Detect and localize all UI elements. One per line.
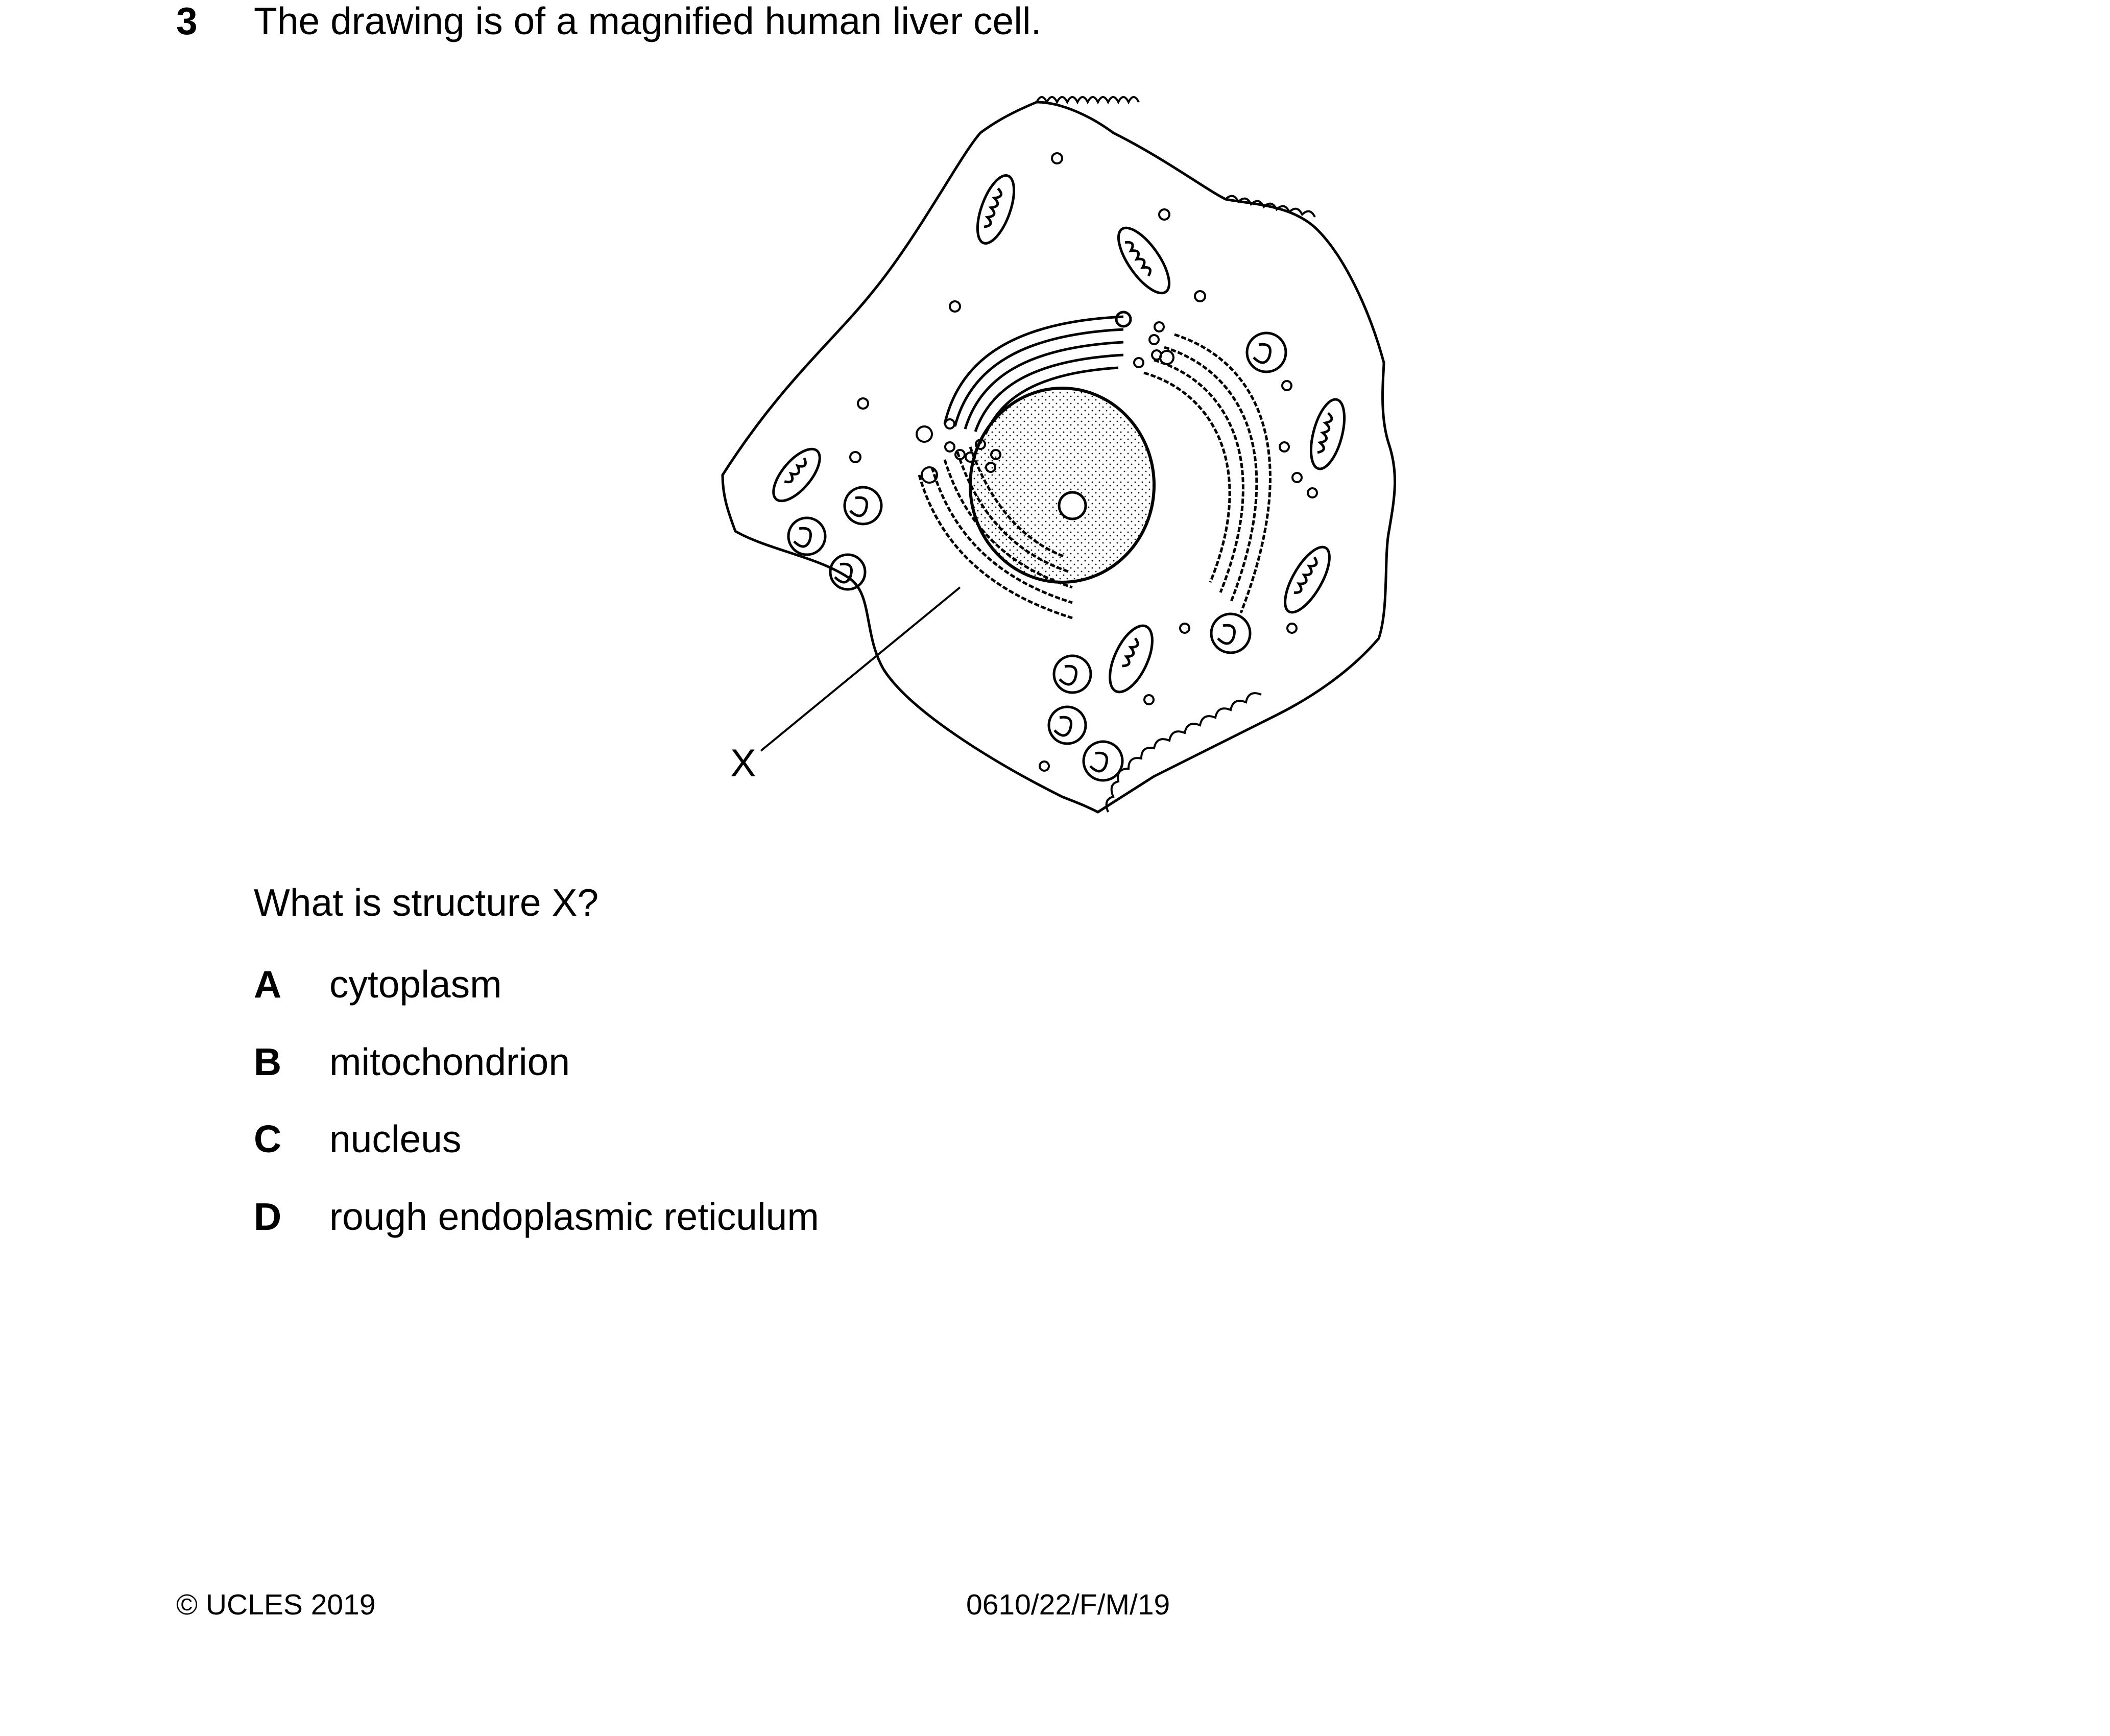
option-letter: A [254,963,282,1006]
option-letter: C [254,1117,282,1160]
nucleolus [1058,491,1087,520]
liver-cell-drawing: X [721,96,1397,814]
rough-er-left [918,446,1073,620]
question-stem: The drawing is of a magnified human live… [254,0,1042,42]
vesicles [849,152,1318,772]
copyright-notice: © UCLES 2019 [176,1588,376,1621]
cell-membrane [721,101,1397,814]
rough-er-right [1143,333,1272,613]
option-text: rough endoplasmic reticulum [329,1195,819,1238]
option-letter: B [254,1040,282,1083]
mitochondria [772,174,1346,782]
label-line-x [760,586,961,752]
question-number: 3 [176,0,198,42]
microvilli-bottom [1105,692,1262,813]
golgi-apparatus [943,311,1132,435]
option-letter: D [254,1195,282,1238]
nucleus [969,387,1156,584]
liver-cell-diagram: X [705,87,1420,843]
paper-code: 0610/22/F/M/19 [966,1588,1170,1621]
option-text: nucleus [329,1117,462,1160]
microvilli-right [1225,195,1316,218]
option-text: cytoplasm [329,963,502,1006]
question-prompt: What is structure X? [254,881,599,924]
structure-x-label: X [730,742,756,785]
microvilli-top [1036,96,1140,105]
option-text: mitochondrion [329,1040,570,1083]
